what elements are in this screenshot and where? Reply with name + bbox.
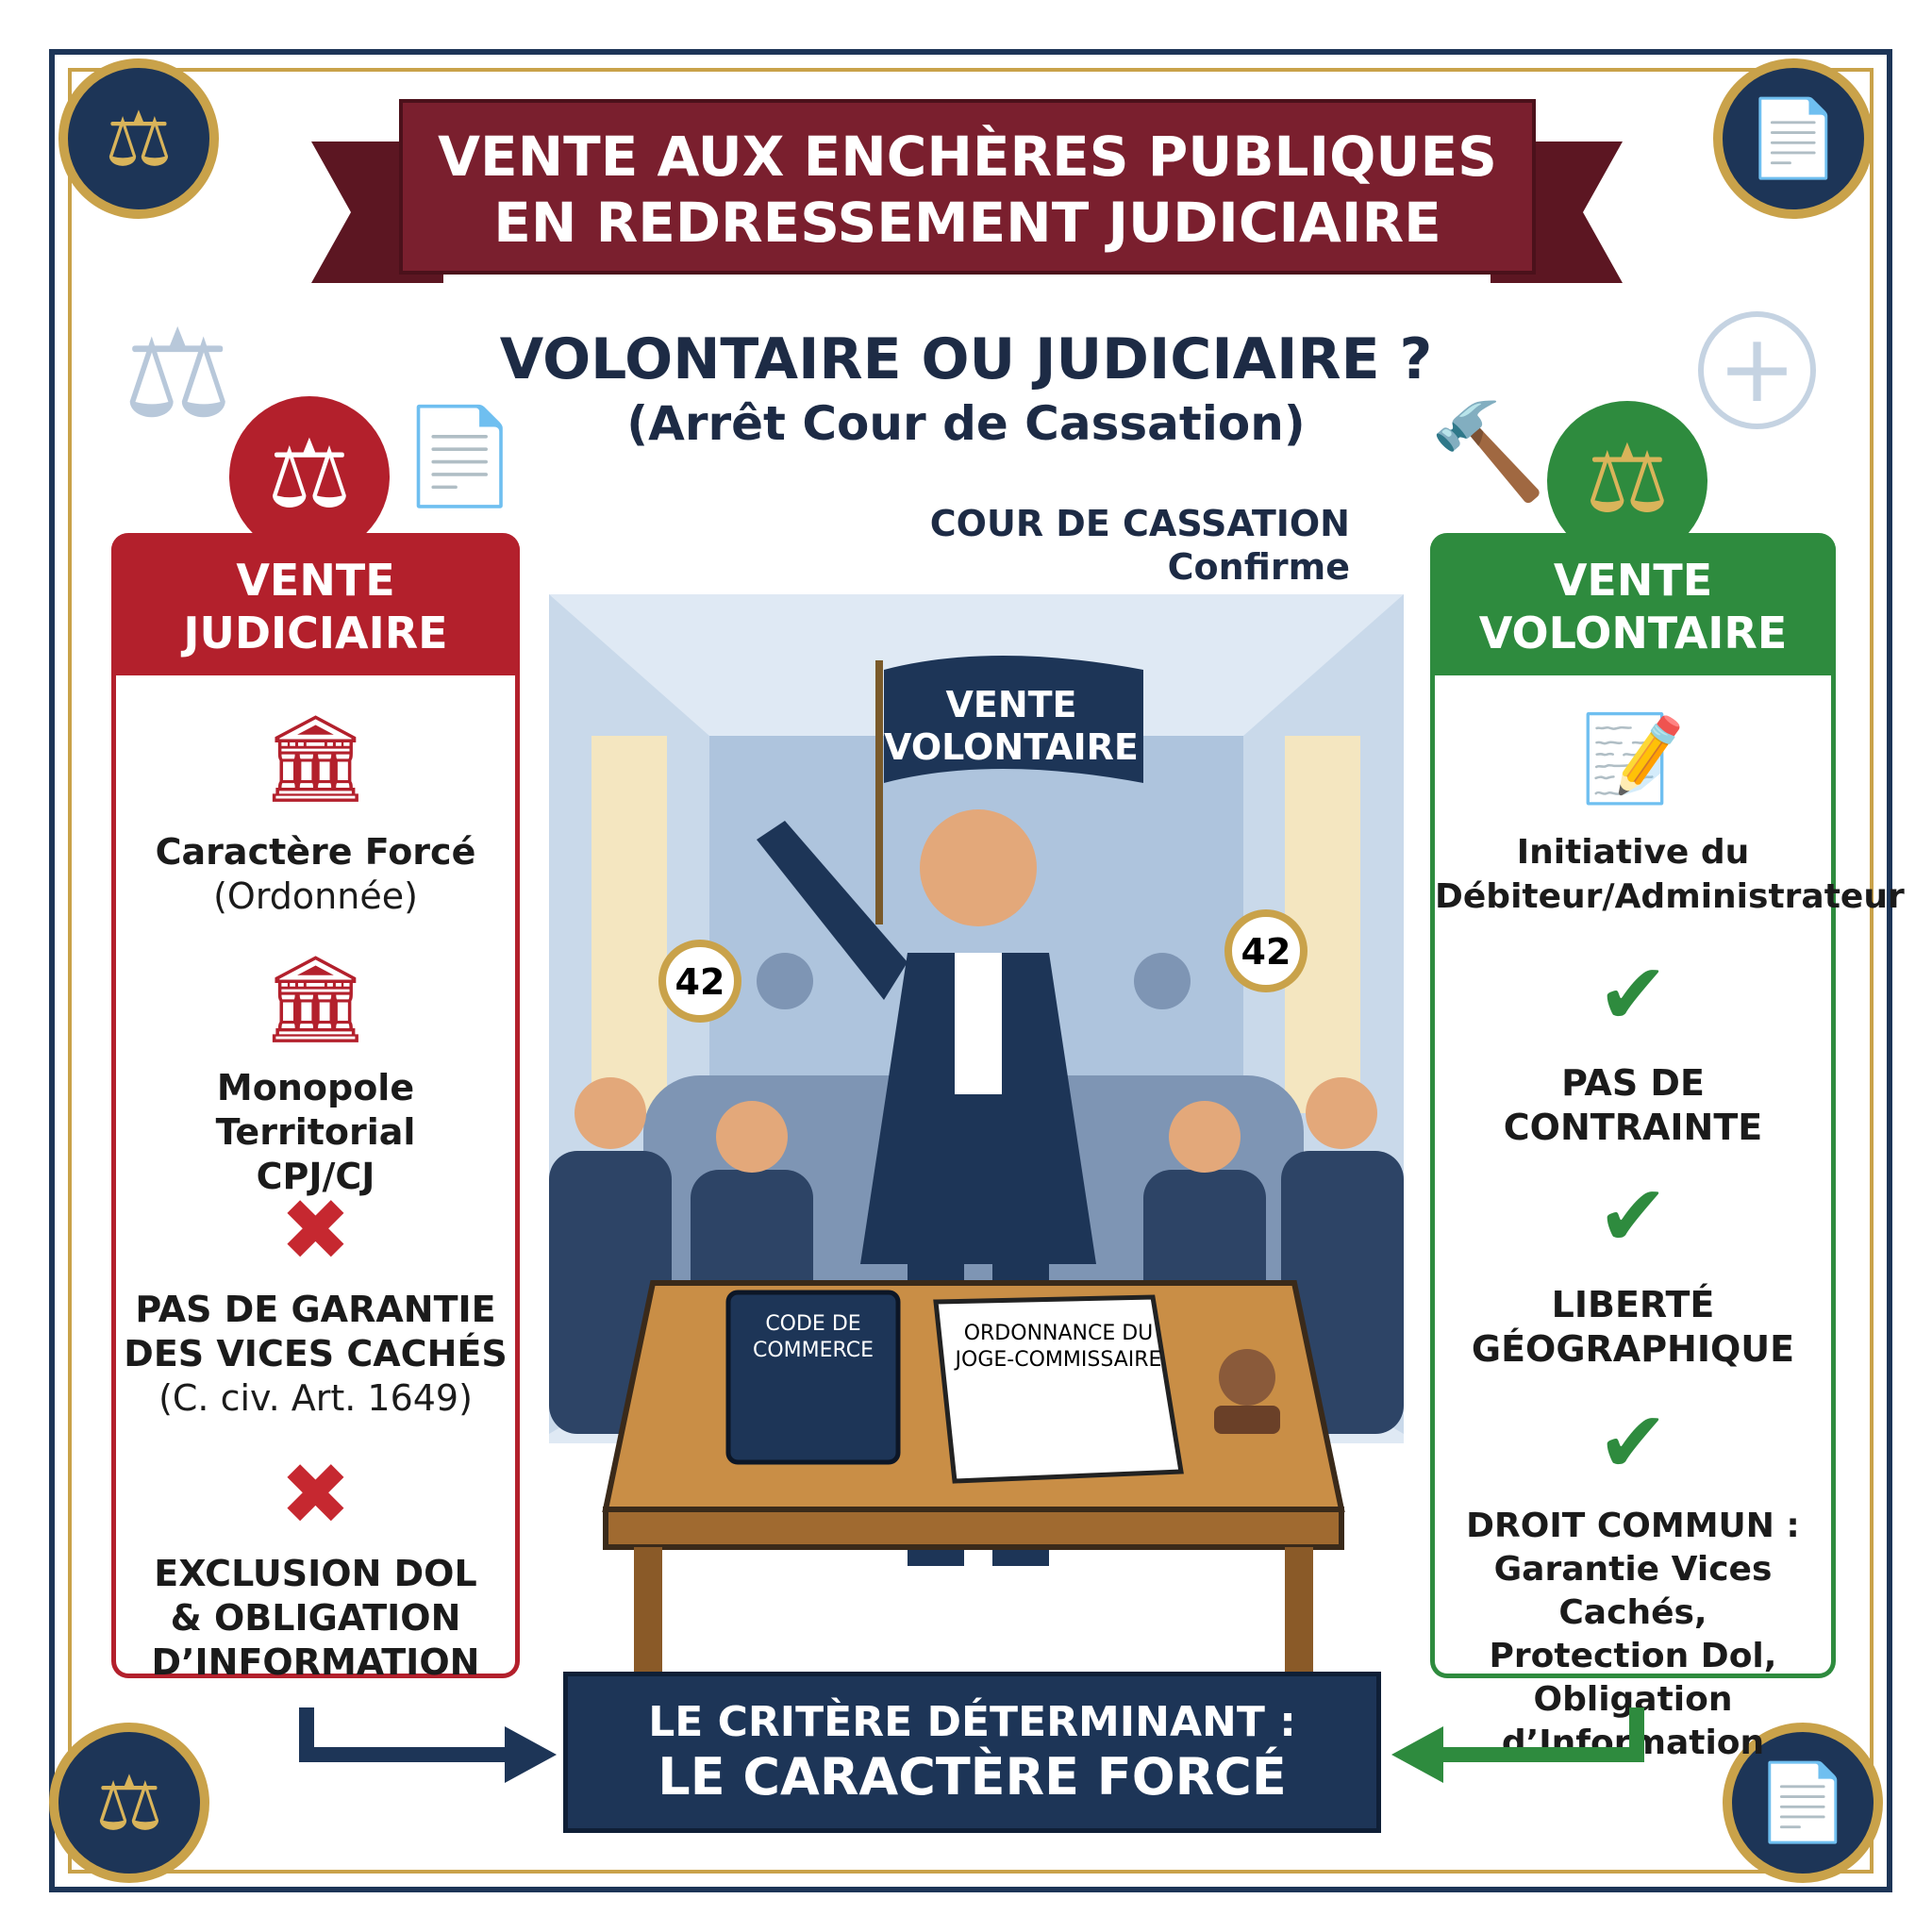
title-banner: VENTE AUX ENCHÈRES PUBLIQUES EN REDRESSE…	[399, 99, 1536, 275]
paddle-number: 42	[675, 961, 725, 1003]
arrow-right-icon	[299, 1707, 557, 1783]
code-de-commerce-book	[725, 1290, 901, 1465]
book-line1: CODE DE	[765, 1312, 860, 1336]
bottom-line2: LE CARACTÈRE FORCÉ	[658, 1747, 1287, 1807]
flag-line1: VENTE	[945, 684, 1076, 725]
document-icon: 📄	[1713, 58, 1874, 219]
bid-paddle-right	[1224, 909, 1307, 992]
cross-icon: ✖	[279, 1181, 352, 1280]
plus-icon: +	[1698, 311, 1816, 429]
document-icon: 📄	[401, 401, 519, 511]
document-icon: 📄	[1723, 1723, 1883, 1883]
ordonnance-document	[933, 1294, 1184, 1484]
check-icon: ✔	[1597, 945, 1669, 1044]
left-item-1: Caractère Forcé(Ordonnée)	[155, 831, 476, 917]
courthouse-icon: 🏛	[261, 950, 370, 1049]
flag-line2: VOLONTAIRE	[884, 726, 1139, 768]
gavel-icon: 🔨	[1429, 396, 1547, 507]
title-line2: EN REDRESSEMENT JUDICIAIRE	[493, 191, 1441, 255]
stamp-icon	[1219, 1349, 1275, 1406]
document-line2: JOGE-COMMISSAIRE	[954, 1348, 1162, 1372]
book-line2: COMMERCE	[753, 1339, 874, 1362]
court-note-line1: COUR DE CASSATION	[929, 503, 1350, 544]
cross-icon: ✖	[279, 1445, 352, 1544]
document-pen-icon: 📝	[1579, 709, 1687, 808]
check-icon: ✔	[1597, 1393, 1669, 1492]
document-line1: ORDONNANCE DU	[964, 1322, 1154, 1345]
bottom-line1: LE CRITÈRE DÉTERMINANT :	[648, 1698, 1296, 1746]
source-subheading: (Arrêt Cour de Cassation)	[626, 396, 1306, 451]
bid-paddle-left	[658, 940, 741, 1023]
question-heading: VOLONTAIRE OU JUDICIAIRE ?	[499, 326, 1433, 392]
inner-frame	[68, 68, 1874, 1874]
paddle-number: 42	[1241, 931, 1291, 973]
bottom-banner: LE CRITÈRE DÉTERMINANT : LE CARACTÈRE FO…	[563, 1672, 1381, 1833]
court-note: COUR DE CASSATION Confirme	[930, 502, 1350, 589]
window-left	[591, 736, 667, 1113]
outer-frame	[49, 49, 1892, 1892]
red-scales-icon: ⚖	[229, 396, 390, 557]
scales-icon: ⚖	[49, 1723, 209, 1883]
title-line1: VENTE AUX ENCHÈRES PUBLIQUES	[438, 125, 1497, 189]
scales-icon: ⚖	[58, 58, 219, 219]
bidder-faces	[575, 1077, 1377, 1173]
check-icon: ✔	[1597, 1167, 1669, 1266]
arrow-left-icon	[1391, 1707, 1644, 1783]
flag	[884, 656, 1143, 783]
auction-scene: VENTE VOLONTAIRE 42 42 CODE DE COMMERCE …	[549, 594, 1404, 1679]
courthouse-scales-icon: ⚖	[123, 302, 233, 445]
court-note-line2: Confirme	[1167, 546, 1350, 588]
courthouse-icon: 🏛	[261, 709, 370, 808]
